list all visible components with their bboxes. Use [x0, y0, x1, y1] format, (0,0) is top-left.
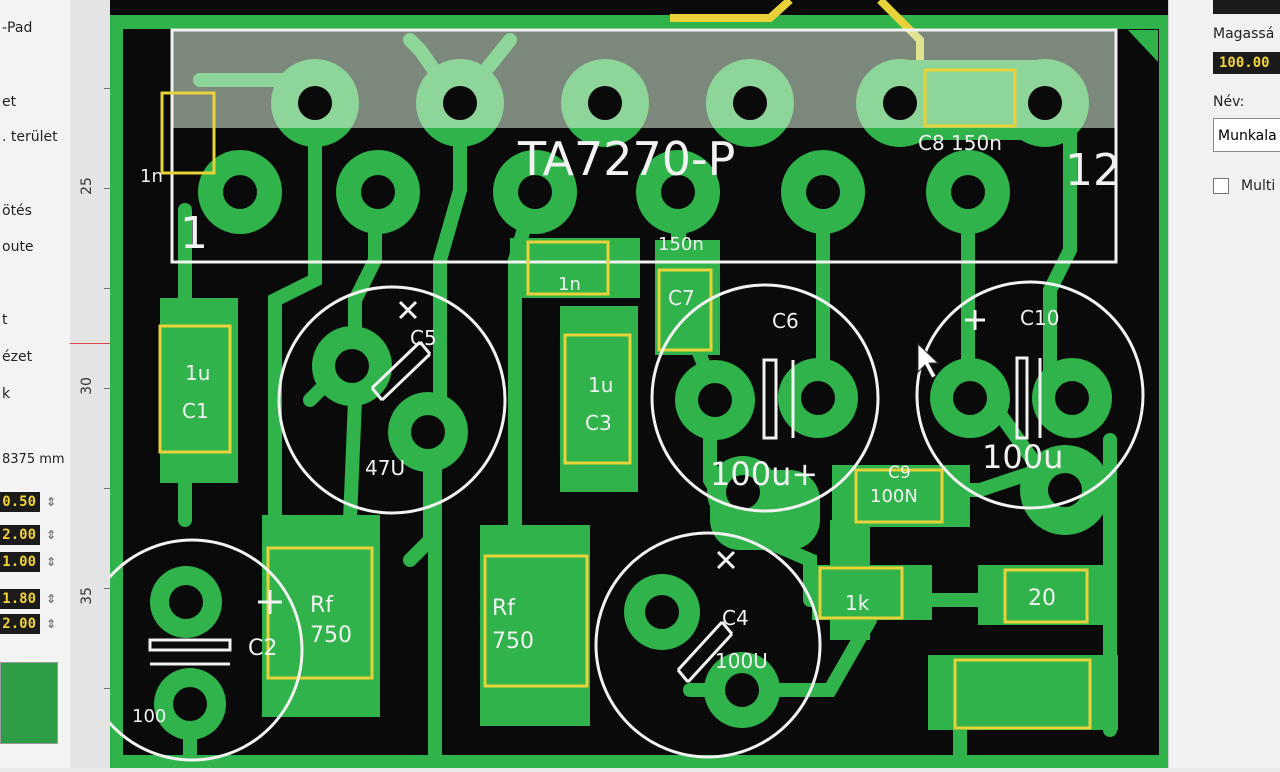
- panel-item[interactable]: ötés: [2, 203, 32, 219]
- label-c3-ref: C3: [585, 411, 612, 435]
- value-field[interactable]: 2.00: [0, 614, 40, 634]
- silk-circles: [80, 280, 1145, 762]
- label-c5-val: 47U: [365, 456, 405, 480]
- ruler-tick: [104, 488, 110, 489]
- multi-checkbox[interactable]: [1213, 178, 1229, 194]
- offboard-trace: [670, 0, 793, 22]
- ruler-mark: 30: [78, 377, 95, 395]
- value-field[interactable]: 2.00: [0, 525, 40, 545]
- label-c7-ref: C7: [668, 286, 695, 310]
- pad-c3: [560, 306, 638, 492]
- panel-item[interactable]: k: [2, 386, 11, 402]
- value-field[interactable]: 0.50: [0, 492, 40, 512]
- panel-label-pad: -Pad: [2, 20, 33, 36]
- label-c4-ref: C4: [722, 606, 749, 630]
- multi-label: Multi: [1241, 178, 1276, 194]
- label-rf2-ref: Rf: [492, 596, 516, 621]
- pad-c7: [655, 240, 720, 355]
- mouse-cursor-icon: [917, 342, 940, 379]
- color-swatch[interactable]: [0, 662, 58, 744]
- ruler-mark: 25: [78, 177, 95, 195]
- ruler-tick: [104, 388, 110, 389]
- label-c9-val: 100N: [870, 486, 918, 507]
- spinner-icon[interactable]: ⇕: [46, 555, 57, 569]
- label-1k: 1k: [845, 591, 870, 615]
- label-1n: 1n: [558, 274, 581, 295]
- label-c6-ref: C6: [772, 309, 799, 333]
- label-c6-val: 100u+: [710, 455, 818, 493]
- panel-item[interactable]: et: [2, 94, 17, 110]
- height-label: Magassá: [1213, 26, 1275, 42]
- ruler-mark: 35: [78, 587, 95, 605]
- ruler-tick: [104, 588, 110, 589]
- top-value-field[interactable]: [1213, 0, 1280, 14]
- label-c1-val: 1u: [185, 361, 210, 385]
- spinner-icon[interactable]: ⇕: [46, 592, 57, 606]
- pcb-canvas[interactable]: TA7270-P 1 12 C8 150n 1n 1u C1 1u C3 1n …: [80, 0, 1173, 769]
- spinner-icon[interactable]: ⇕: [46, 617, 57, 631]
- height-field[interactable]: 100.00: [1213, 52, 1280, 74]
- right-properties-panel: Magassá 100.00 Név: Munkala Multi: [1168, 0, 1280, 768]
- pad-1n: [510, 238, 640, 298]
- panel-item[interactable]: t: [2, 312, 8, 328]
- label-c3-val: 1u: [588, 373, 613, 397]
- pad-bottom-r: [928, 655, 1118, 730]
- label-c5-ref: C5: [410, 326, 437, 350]
- component-outlines: [158, 68, 1092, 730]
- left-properties-panel: -Pad et . terület ötés oute t ézet k 837…: [0, 0, 71, 768]
- label-rf2-val: 750: [492, 629, 534, 654]
- chip-outline: [170, 28, 1118, 264]
- silk-text: TA7270-P 1 12 C8 150n 1n 1u C1 1u C3 1n …: [132, 131, 1121, 727]
- panel-item[interactable]: . terület: [2, 129, 58, 145]
- label-1n-top: 1n: [140, 166, 163, 187]
- label-c10-val: 100u: [982, 438, 1063, 476]
- panel-item[interactable]: oute: [2, 239, 34, 255]
- panel-item[interactable]: ézet: [2, 349, 33, 365]
- spinner-icon[interactable]: ⇕: [46, 495, 57, 509]
- ruler-tick: [104, 288, 110, 289]
- label-c10-ref: C10: [1020, 306, 1059, 330]
- spinner-icon[interactable]: ⇕: [46, 528, 57, 542]
- value-field[interactable]: 1.00: [0, 552, 40, 572]
- pad-rf2: [480, 525, 590, 726]
- cursor-ruler-marker: [70, 343, 110, 344]
- label-20: 20: [1028, 586, 1056, 611]
- measure-readout: 8375 mm: [2, 452, 65, 467]
- pin-last: 12: [1065, 145, 1121, 196]
- value-field[interactable]: 1.80: [0, 589, 40, 609]
- polarity-marks: [148, 300, 1042, 684]
- label-c2-ref: C2: [248, 636, 277, 661]
- label-c7-val: 150n: [658, 234, 704, 255]
- name-label: Név:: [1213, 94, 1245, 110]
- label-rf1-val: 750: [310, 623, 352, 648]
- pcb-drawing[interactable]: TA7270-P 1 12 C8 150n 1n 1u C1 1u C3 1n …: [80, 0, 1173, 769]
- name-input[interactable]: Munkala: [1213, 118, 1280, 152]
- pad-20: [978, 565, 1113, 625]
- label-c8: C8 150n: [918, 131, 1002, 155]
- corner-marker: [1128, 30, 1158, 62]
- label-c2-val: 100: [132, 706, 166, 727]
- board-outline-trace: [109, 15, 1173, 769]
- ruler-tick: [104, 688, 110, 689]
- chip-name: TA7270-P: [517, 132, 735, 186]
- label-rf1-ref: Rf: [310, 593, 334, 618]
- ruler-tick: [104, 88, 110, 89]
- label-c9-ref: C9: [888, 463, 911, 483]
- label-c4-val: 100U: [715, 649, 768, 673]
- label-c1-ref: C1: [182, 399, 209, 423]
- pin-first: 1: [180, 208, 208, 259]
- ruler-tick: [104, 188, 110, 189]
